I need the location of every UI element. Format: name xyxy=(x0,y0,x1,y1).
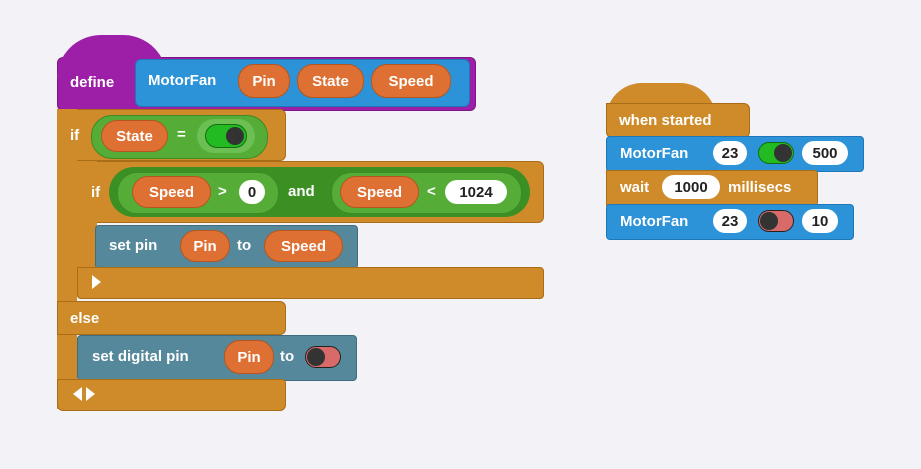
set-digital-label: set digital pin xyxy=(92,348,189,365)
gt-symbol: > xyxy=(218,183,227,200)
call2-speed-input[interactable]: 10 xyxy=(802,209,838,233)
toggle-on-switch[interactable] xyxy=(205,124,247,148)
call1-name: MotorFan xyxy=(620,145,689,162)
inner-if-bottom xyxy=(77,267,544,299)
set-pin-var-speed[interactable]: Speed xyxy=(264,230,343,262)
arrow-left-icon[interactable] xyxy=(73,387,82,401)
inner-if-rail xyxy=(77,161,97,297)
toggle-knob-off xyxy=(307,347,325,366)
call1-speed-input[interactable]: 500 xyxy=(802,141,848,165)
when-started-label: when started xyxy=(619,112,712,129)
arrow-right-icon-2[interactable] xyxy=(86,387,95,401)
lt-symbol: < xyxy=(427,183,436,200)
wait-label: wait xyxy=(620,179,650,196)
set-digital-to: to xyxy=(280,348,295,365)
and-keyword: and xyxy=(288,183,315,200)
call1-pin-input[interactable]: 23 xyxy=(713,141,747,165)
condition-var-state[interactable]: State xyxy=(101,120,168,152)
call2-pin-input[interactable]: 23 xyxy=(713,209,747,233)
call2-name: MotorFan xyxy=(620,213,689,230)
wait-value-input[interactable]: 1000 xyxy=(662,175,720,199)
toggle-off-switch[interactable] xyxy=(305,346,341,368)
wait-unit: millisecs xyxy=(728,179,792,196)
define-keyword: define xyxy=(70,74,115,91)
call2-toggle-off[interactable] xyxy=(758,210,794,232)
when-started-script[interactable]: when started MotorFan 23 500 wait 1000 m… xyxy=(606,83,866,243)
if-else-bottom xyxy=(57,379,286,411)
if-outer-keyword: if xyxy=(70,127,80,144)
set-digital-var-pin[interactable]: Pin xyxy=(224,340,274,374)
else-keyword: else xyxy=(70,310,100,327)
arrow-right-icon[interactable] xyxy=(92,275,101,289)
toggle-knob xyxy=(226,126,244,145)
param-speed[interactable]: Speed xyxy=(371,64,451,98)
when-started-block[interactable] xyxy=(606,103,750,138)
param-state[interactable]: State xyxy=(297,64,364,98)
define-script[interactable]: define MotorFan Pin State Speed if State… xyxy=(57,35,544,415)
else-block[interactable] xyxy=(57,301,286,335)
proc-name: MotorFan xyxy=(148,72,217,89)
gt-var-speed[interactable]: Speed xyxy=(132,176,211,208)
set-pin-to: to xyxy=(237,237,252,254)
equals-symbol: = xyxy=(177,126,186,143)
lt-var-speed[interactable]: Speed xyxy=(340,176,419,208)
param-pin[interactable]: Pin xyxy=(238,64,290,98)
call2-toggle-knob xyxy=(760,211,778,230)
call1-toggle-on[interactable] xyxy=(758,142,794,164)
if-else-left-rail xyxy=(57,109,77,409)
set-pin-var-pin[interactable]: Pin xyxy=(180,230,230,262)
lt-value-input[interactable]: 1024 xyxy=(445,180,507,204)
if-inner-keyword: if xyxy=(91,184,101,201)
call1-toggle-knob xyxy=(774,143,792,162)
set-pin-label: set pin xyxy=(109,237,158,254)
gt-value-input[interactable]: 0 xyxy=(239,180,265,204)
